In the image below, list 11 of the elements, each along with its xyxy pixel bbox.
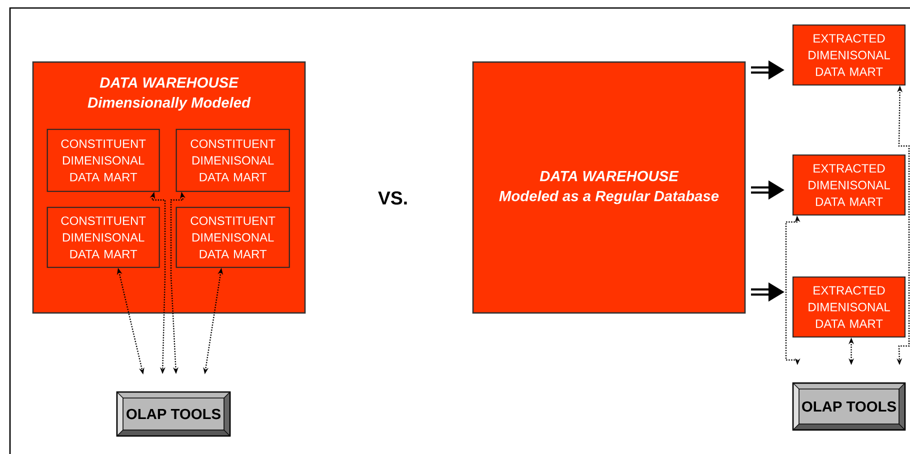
data-mart-box: CONSTITUENT DIMENISONAL DATA MART	[176, 206, 290, 268]
data-mart-box: EXTRACTED DIMENISONAL DATA MART	[792, 154, 906, 216]
data-mart-box: EXTRACTED DIMENISONAL DATA MART	[792, 24, 906, 86]
warehouse-box: DATA WAREHOUSE Modeled as a Regular Database	[472, 61, 746, 314]
olap-tools-button: OLAP TOOLS	[792, 382, 906, 431]
data-mart-box: CONSTITUENT DIMENISONAL DATA MART	[46, 206, 160, 268]
data-mart-box: CONSTITUENT DIMENISONAL DATA MART	[46, 128, 160, 192]
data-mart-box: CONSTITUENT DIMENISONAL DATA MART	[176, 128, 290, 192]
olap-tools-button: OLAP TOOLS	[116, 391, 231, 437]
vs-label: VS.	[378, 191, 407, 205]
data-mart-box: EXTRACTED DIMENISONAL DATA MART	[792, 276, 906, 338]
